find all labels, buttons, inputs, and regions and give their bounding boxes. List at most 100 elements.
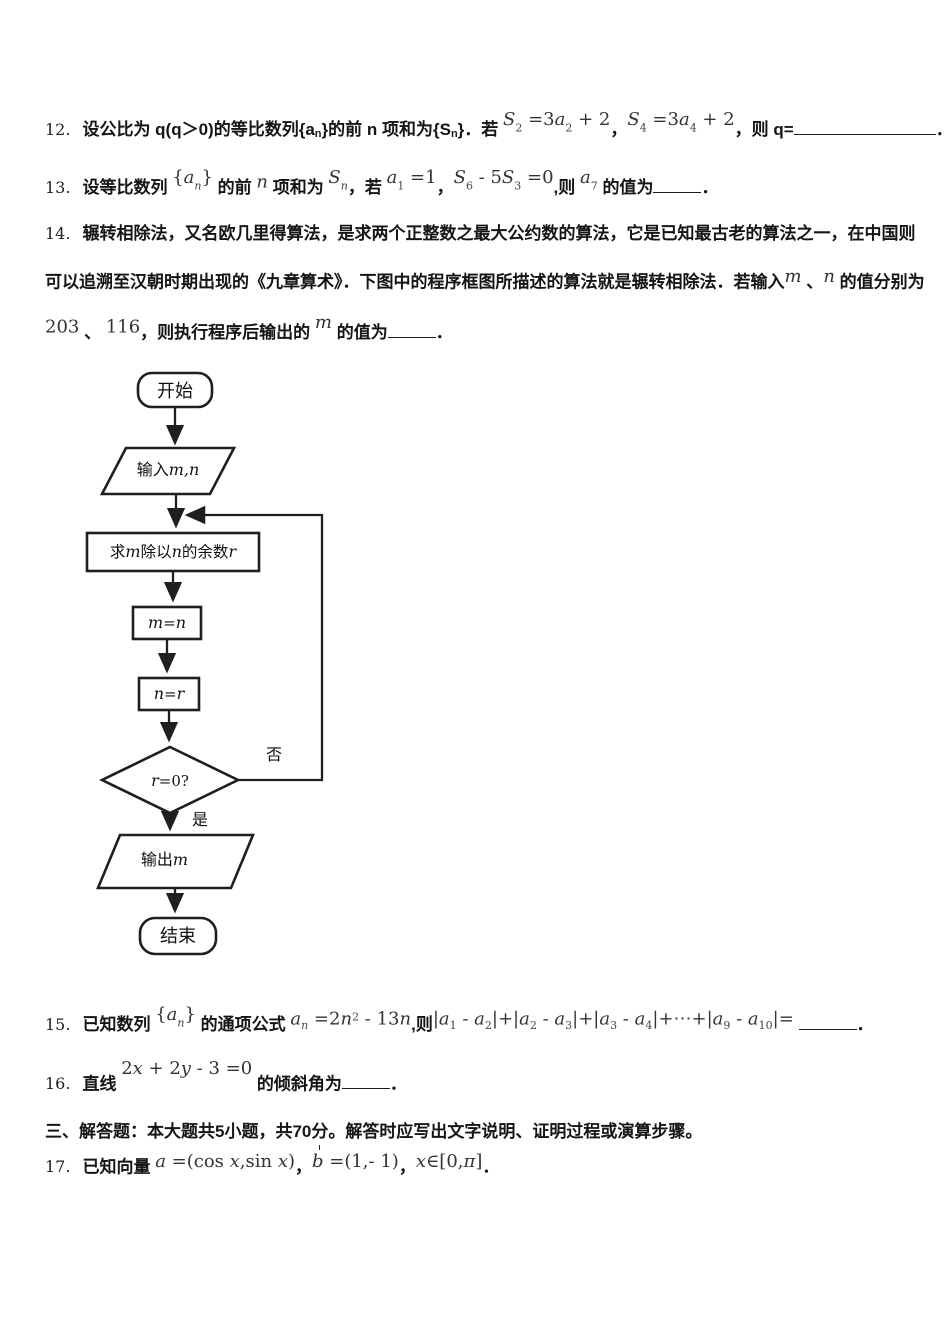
text-run: S (501, 167, 515, 188)
text-run: =(1,- 1) (323, 1151, 399, 1172)
flowchart-shapes (85, 371, 324, 956)
text-run: ． (435, 322, 453, 342)
text-run: a (183, 167, 195, 188)
text-run: a (634, 1008, 646, 1030)
text-run: |+⋯+| (652, 1008, 713, 1030)
text-run: 14. (45, 224, 71, 243)
text-run: ． (856, 1014, 874, 1034)
text-run: r (228, 542, 237, 561)
question-15: 15.已知数列 {an} 的通项公式 an =2n2 - 13n,则|a1 - … (45, 995, 874, 1046)
text-run: ,则 (411, 1014, 433, 1034)
text-run: 16. (45, 1074, 71, 1094)
euclidean-algorithm-flowchart: 开始 输入m,n 求m除以n的余数r m=n n=r r=0? 否 是 输出m … (60, 360, 380, 985)
text-run (793, 118, 936, 135)
text-run: n (171, 542, 182, 561)
assign1-node (131, 605, 203, 641)
text-run: n (823, 266, 835, 287)
text-run: n (194, 179, 202, 193)
text-run: ． (936, 120, 950, 139)
text-run: m,n (168, 460, 200, 479)
text-run: 12. (45, 119, 71, 139)
text-run: 9 (723, 1019, 731, 1033)
text-run: 可以追溯至汉朝时期出现的《九章算术》．下图中的程序框图所描述的算法就是辗转相除法… (45, 272, 785, 292)
text-run: 设等比数列 (82, 177, 173, 197)
text-run: = (163, 614, 176, 632)
text-run: 输出 (140, 852, 173, 869)
text-run: ,则 (553, 177, 580, 197)
text-run: 已知数列 (82, 1014, 156, 1034)
text-run: n (399, 1008, 412, 1030)
text-run: 13. (45, 177, 71, 197)
text-run: 2 (529, 1019, 537, 1033)
text-run: ． (482, 1157, 500, 1177)
text-run: - 5 (472, 167, 502, 188)
text-run: n (177, 1016, 185, 1030)
text-run: ∈[0, (425, 1151, 464, 1172)
text-run: 直线 (82, 1074, 122, 1094)
text-run: n (153, 684, 165, 703)
text-run: π (463, 1151, 476, 1172)
text-run: |+| (572, 1008, 600, 1030)
question-17: 17.已知向量 a =(cos x,sin x)，b =(1,- 1)，x∈[0… (45, 1142, 499, 1187)
no-branch-label: 否 (265, 747, 282, 764)
text-run: 2 (352, 1010, 360, 1024)
text-run: m (147, 613, 164, 632)
text-run: a (474, 1008, 485, 1030)
text-run: } (184, 1004, 196, 1025)
text-run: a (579, 167, 591, 188)
assign2-node (137, 676, 201, 712)
text-run: 3 (514, 179, 522, 193)
text-run: r (151, 771, 159, 790)
text-run: 116 (105, 316, 141, 338)
text-run (798, 1013, 857, 1030)
text-run: =(cos (165, 1151, 230, 1172)
text-run: 输入 (136, 462, 169, 479)
text-run: x (132, 1058, 143, 1079)
text-run: 2 (565, 121, 573, 135)
text-run (387, 321, 436, 338)
text-run: n (314, 127, 322, 140)
text-run: a (155, 1151, 166, 1172)
text-run: 、 (801, 272, 824, 292)
assign1-label: m=n (133, 613, 201, 634)
question-14-line2: 可以追溯至汉朝时期出现的《九章算术》．下图中的程序框图所描述的算法就是辗转相除法… (45, 257, 925, 302)
text-run: a (712, 1008, 724, 1030)
text-run: }．若 (457, 119, 504, 139)
text-run: 项和为 (267, 177, 329, 197)
text-run: ) (287, 1151, 295, 1172)
text-run: ，若 (347, 177, 387, 197)
text-run: n (340, 179, 348, 193)
text-run: 的倾斜角为 (252, 1074, 342, 1094)
text-run: y (180, 1058, 191, 1079)
text-run: + 2 (572, 109, 611, 130)
text-run: { (155, 1004, 167, 1025)
text-run: 1 (449, 1019, 457, 1033)
text-run: a (386, 167, 398, 188)
text-run (341, 1072, 390, 1090)
text-run: 17. (45, 1157, 71, 1177)
text-run: 4 (639, 121, 647, 135)
text-run: =3 (646, 109, 679, 130)
text-run: ,sin (239, 1151, 278, 1172)
text-run: =2 (308, 1008, 341, 1030)
text-run: S (503, 109, 516, 130)
text-run: 2 (484, 1019, 492, 1033)
text-run: 2 (515, 121, 523, 135)
text-run: x (277, 1151, 288, 1172)
text-run: a (166, 1004, 178, 1025)
text-run: a (678, 109, 690, 130)
process-label: 求m除以n的余数r (87, 542, 259, 562)
text-run: =1 (404, 167, 437, 188)
text-run: a (599, 1008, 611, 1030)
text-run: 的前 (212, 177, 257, 197)
text-run: 6 (465, 179, 473, 193)
text-run: ，则执行程序后输出的 (140, 322, 315, 342)
text-run: 除以 (140, 544, 172, 561)
text-run: n (256, 171, 268, 193)
text-run: 203 (45, 316, 80, 338)
text-run: |+| (491, 1008, 520, 1030)
text-run: 2 (121, 1058, 133, 1079)
input-label: 输入m,n (102, 460, 234, 481)
question-14-line3: 203 、 116，则执行程序后输出的 m 的值为． (45, 303, 453, 353)
text-run: a (554, 1008, 566, 1030)
